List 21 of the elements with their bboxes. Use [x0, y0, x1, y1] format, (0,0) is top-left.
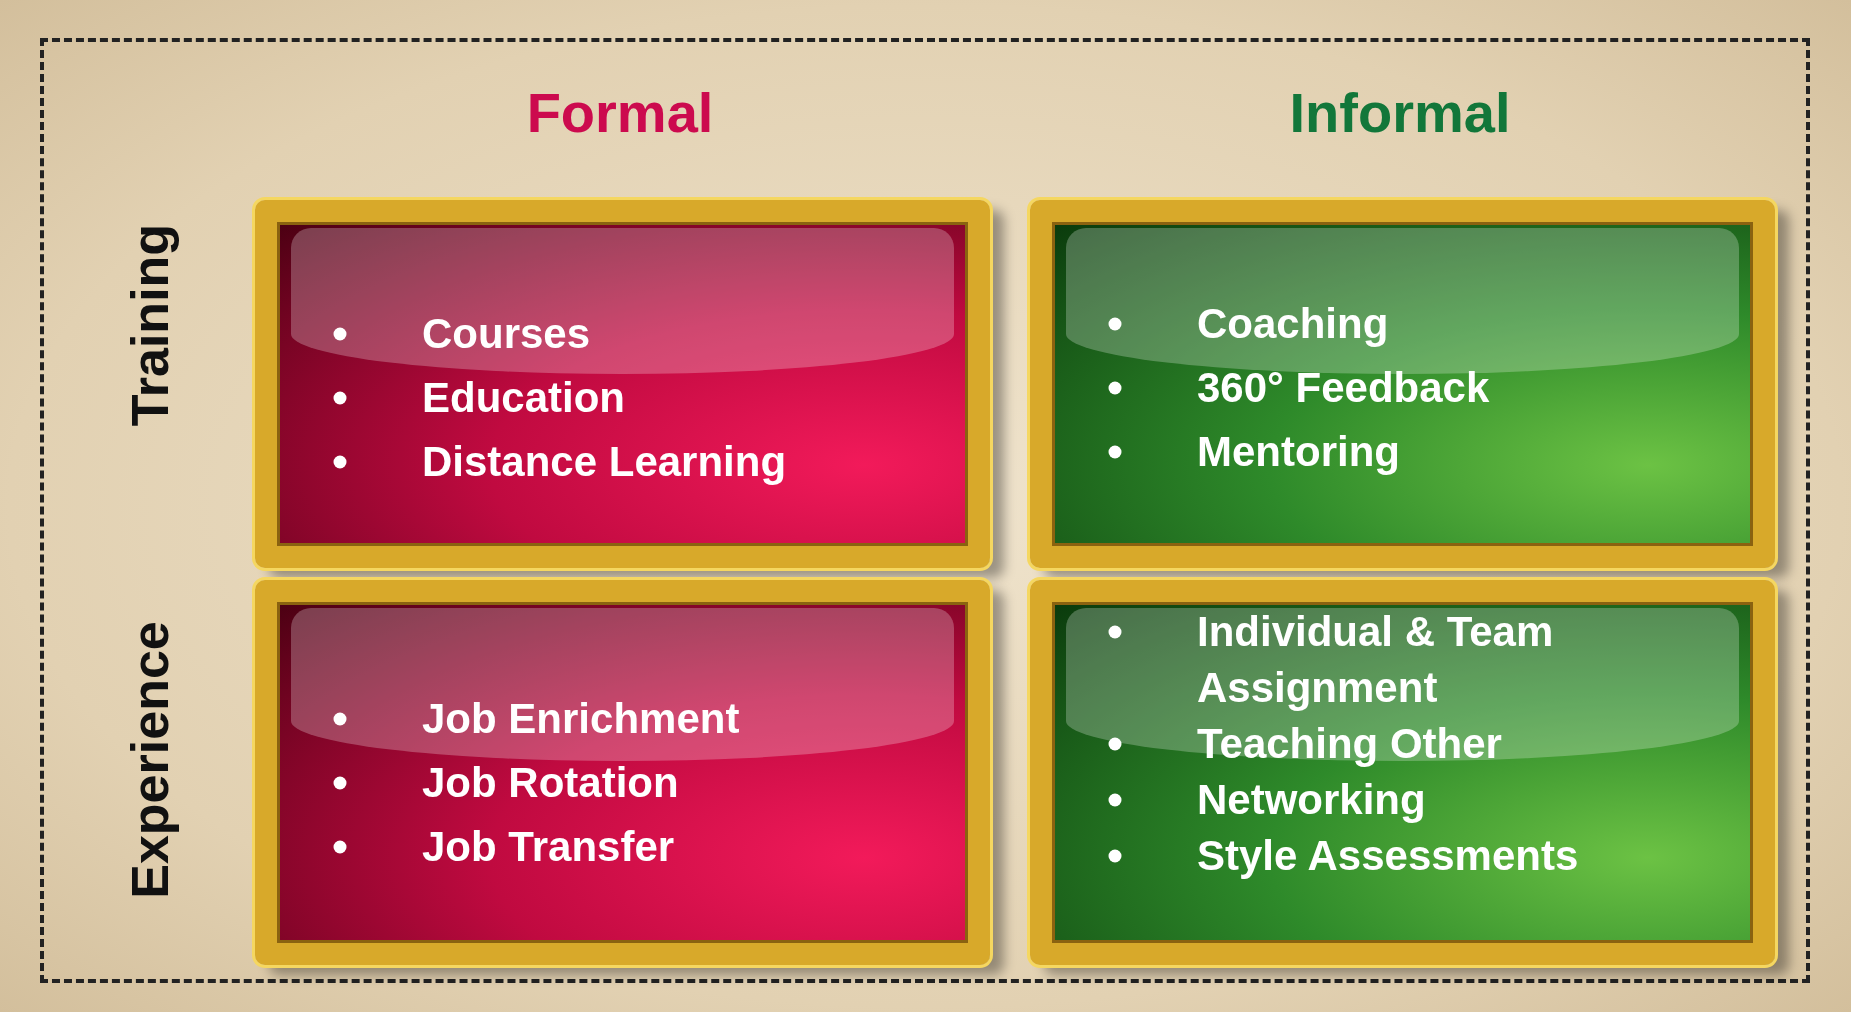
- list-item-text: Education: [422, 373, 626, 423]
- list-item-text: Job Rotation: [422, 758, 680, 808]
- category-panel: [1030, 580, 1775, 965]
- list-item-text: Job Enrichment: [422, 694, 741, 744]
- column-heading: Informal: [1289, 80, 1511, 145]
- list-item-text: Individual & Team Assignment: [1197, 607, 1555, 713]
- list-item-text: Networking: [1197, 775, 1427, 825]
- list-item-text: Style Assessments: [1197, 831, 1580, 881]
- row-heading: Training: [120, 223, 180, 427]
- list-item-text: Mentoring: [1197, 427, 1401, 477]
- category-panel: [255, 200, 990, 568]
- category-panel: [255, 580, 990, 965]
- list-item-text: Teaching Other: [1197, 719, 1503, 769]
- row-heading: Experience: [120, 621, 180, 899]
- list-item-text: Coaching: [1197, 299, 1390, 349]
- list-item-text: Distance Learning: [422, 437, 788, 487]
- list-item-text: Courses: [422, 309, 592, 359]
- category-panel: [1030, 200, 1775, 568]
- list-item-text: Job Transfer: [422, 822, 676, 872]
- column-heading: Formal: [526, 80, 714, 145]
- list-item-text: 360° Feedback: [1197, 363, 1491, 413]
